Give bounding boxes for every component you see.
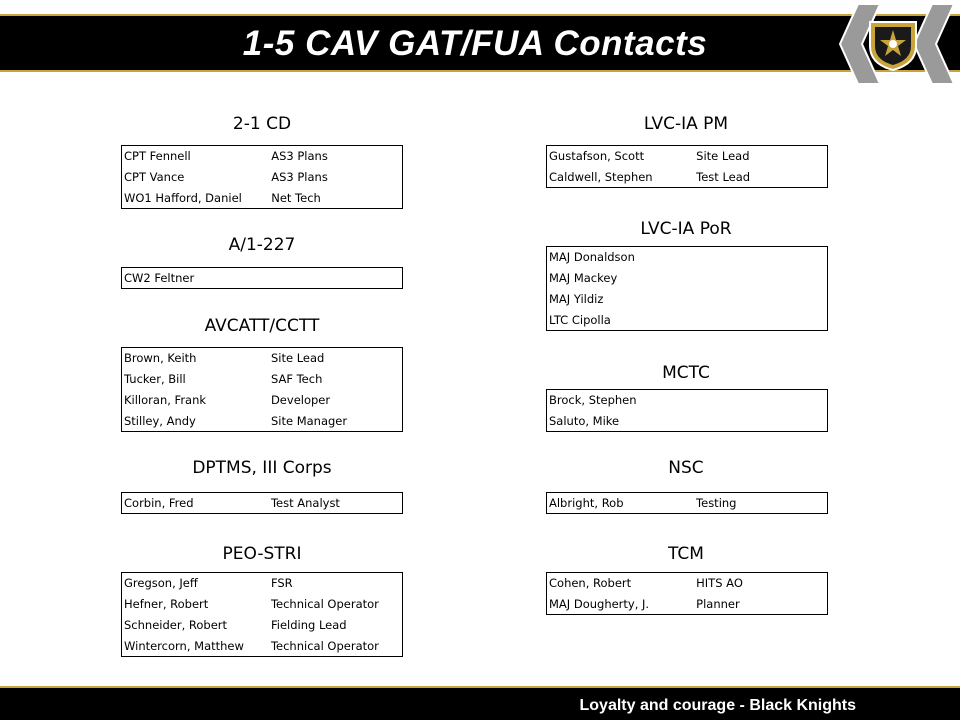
contact-role: Testing <box>696 496 737 510</box>
contact-role: Site Lead <box>270 351 325 366</box>
slide-header: 1-5 CAV GAT/FUA Contacts <box>0 0 960 86</box>
group-title-lvc-ia-por: LVC-IA PoR <box>640 219 732 239</box>
group-title-lvc-ia-pm: LVC-IA PM <box>643 114 729 134</box>
page-title: 1-5 CAV GAT/FUA Contacts <box>242 24 708 63</box>
contact-table-nsc: Albright, Rob Testing <box>546 492 828 514</box>
contact-table-avcatt-cctt: Brown, Keith Site Lead Tucker, Bill SAF Te… <box>121 347 403 432</box>
contact-name: Wintercorn, Matthew <box>124 638 244 653</box>
contact-role: FSR <box>270 576 293 591</box>
contact-name: Killoran, Frank <box>124 393 207 407</box>
table-row: MAJ Donaldson <box>547 247 828 268</box>
contact-table-a-1-227: CW2 Feltner <box>121 267 403 289</box>
table-row: Brown, Keith Site Lead <box>122 348 403 369</box>
contact-name: Saluto, Mike <box>549 413 620 428</box>
table-row: CPT Fennell AS3 Plans <box>122 146 403 167</box>
contact-name: CPT Vance <box>124 170 185 184</box>
table-row: Stilley, Andy Site Manager <box>122 411 403 432</box>
contact-role: AS3 Plans <box>271 170 328 184</box>
contact-name: MAJ Mackey <box>549 271 618 285</box>
contact-table-dptms-iii-corps: Corbin, Fred Test Analyst <box>121 492 403 514</box>
contact-role <box>694 390 827 411</box>
group-title-mctc: MCTC <box>662 363 710 383</box>
group-title-peo-stri: PEO-STRI <box>222 544 302 564</box>
footer-motto: Loyalty and courage - Black Knights <box>579 697 857 714</box>
contact-role: HITS AO <box>696 576 743 591</box>
contact-name: Stilley, Andy <box>124 413 196 428</box>
contact-name: Tucker, Bill <box>124 372 186 386</box>
contact-name: Cohen, Robert <box>549 576 632 591</box>
table-row: LTC Cipolla <box>547 310 828 331</box>
table-row: Albright, Rob Testing <box>547 493 828 514</box>
contact-role <box>694 268 827 289</box>
contact-name: Gustafson, Scott <box>549 149 645 164</box>
table-row: Tucker, Bill SAF Tech <box>122 369 403 390</box>
contact-role: SAF Tech <box>270 372 323 386</box>
table-row: CPT Vance AS3 Plans <box>122 167 403 188</box>
table-row: Caldwell, Stephen Test Lead <box>547 167 828 188</box>
table-row: Killoran, Frank Developer <box>122 390 403 411</box>
group-title-a-1-227: A/1-227 <box>228 235 296 255</box>
contact-name: WO1 Hafford, Daniel <box>124 190 242 205</box>
unit-crest-icon <box>869 21 917 72</box>
table-row: MAJ Dougherty, J. Planner <box>547 594 828 615</box>
contact-table-tcm: Cohen, Robert HITS AO MAJ Dougherty, J. Pl… <box>546 572 828 615</box>
table-row: Brock, Stephen <box>547 390 828 411</box>
contact-table-lvc-ia-pm: Gustafson, Scott Site Lead Caldwell, Step… <box>546 145 828 188</box>
contact-role: AS3 Plans <box>271 149 328 164</box>
contact-name: Hefner, Robert <box>124 597 209 611</box>
contact-role <box>694 310 827 331</box>
contact-name: Caldwell, Stephen <box>549 169 653 184</box>
contact-role: Site Lead <box>696 149 750 164</box>
contact-role: Site Manager <box>270 413 348 428</box>
table-row: Schneider, Robert Fielding Lead <box>122 615 403 636</box>
contact-role: Technical Operator <box>270 638 379 653</box>
contact-role <box>694 289 827 310</box>
contact-role: Fielding Lead <box>270 618 347 632</box>
table-row: Gregson, Jeff FSR <box>122 573 403 594</box>
group-title-avcatt-cctt: AVCATT/CCTT <box>204 316 320 336</box>
contact-name: CW2 Feltner <box>124 271 195 285</box>
table-row: Saluto, Mike <box>547 411 828 432</box>
table-row: Cohen, Robert HITS AO <box>547 573 828 594</box>
group-title-nsc: NSC <box>668 458 704 478</box>
contact-name: LTC Cipolla <box>549 312 611 327</box>
contact-table-mctc: Brock, Stephen Saluto, Mike <box>546 389 828 432</box>
contact-role: Technical Operator <box>270 597 379 611</box>
slide-footer: Loyalty and courage - Black Knights <box>0 686 960 720</box>
table-row: CW2 Feltner <box>122 268 403 289</box>
table-row: MAJ Yildiz <box>547 289 828 310</box>
contact-role <box>694 247 827 268</box>
table-row: Wintercorn, Matthew Technical Operator <box>122 636 403 657</box>
contact-name: Brown, Keith <box>124 351 197 366</box>
contact-role <box>694 411 827 432</box>
contact-role <box>269 268 402 289</box>
table-row: MAJ Mackey <box>547 268 828 289</box>
contact-role: Test Lead <box>696 169 751 184</box>
table-row: Corbin, Fred Test Analyst <box>122 493 403 514</box>
contact-name: MAJ Yildiz <box>549 292 604 306</box>
contact-table-lvc-ia-por: MAJ Donaldson MAJ Mackey MAJ Yildiz LTC … <box>546 246 828 331</box>
header-bar <box>0 14 960 72</box>
contact-role: Net Tech <box>271 190 321 205</box>
contact-name: Albright, Rob <box>549 496 624 510</box>
contact-name: Schneider, Robert <box>124 618 228 632</box>
contact-name: MAJ Donaldson <box>549 250 635 265</box>
table-row: Gustafson, Scott Site Lead <box>547 146 828 167</box>
contact-name: MAJ Dougherty, J. <box>549 596 650 611</box>
contact-name: CPT Fennell <box>124 149 191 164</box>
group-title-tcm: TCM <box>668 544 704 564</box>
table-row: Hefner, Robert Technical Operator <box>122 594 403 615</box>
contact-name: Brock, Stephen <box>549 393 637 408</box>
table-row: WO1 Hafford, Daniel Net Tech <box>122 188 403 209</box>
contact-name: Corbin, Fred <box>124 496 194 510</box>
group-title-dptms-iii-corps: DPTMS, III Corps <box>192 458 332 478</box>
group-title-2-1-cd: 2-1 CD <box>232 114 292 134</box>
contact-role: Test Analyst <box>270 496 340 510</box>
contact-role: Planner <box>696 596 740 611</box>
contact-role: Developer <box>270 393 331 407</box>
contact-name: Gregson, Jeff <box>124 576 198 591</box>
